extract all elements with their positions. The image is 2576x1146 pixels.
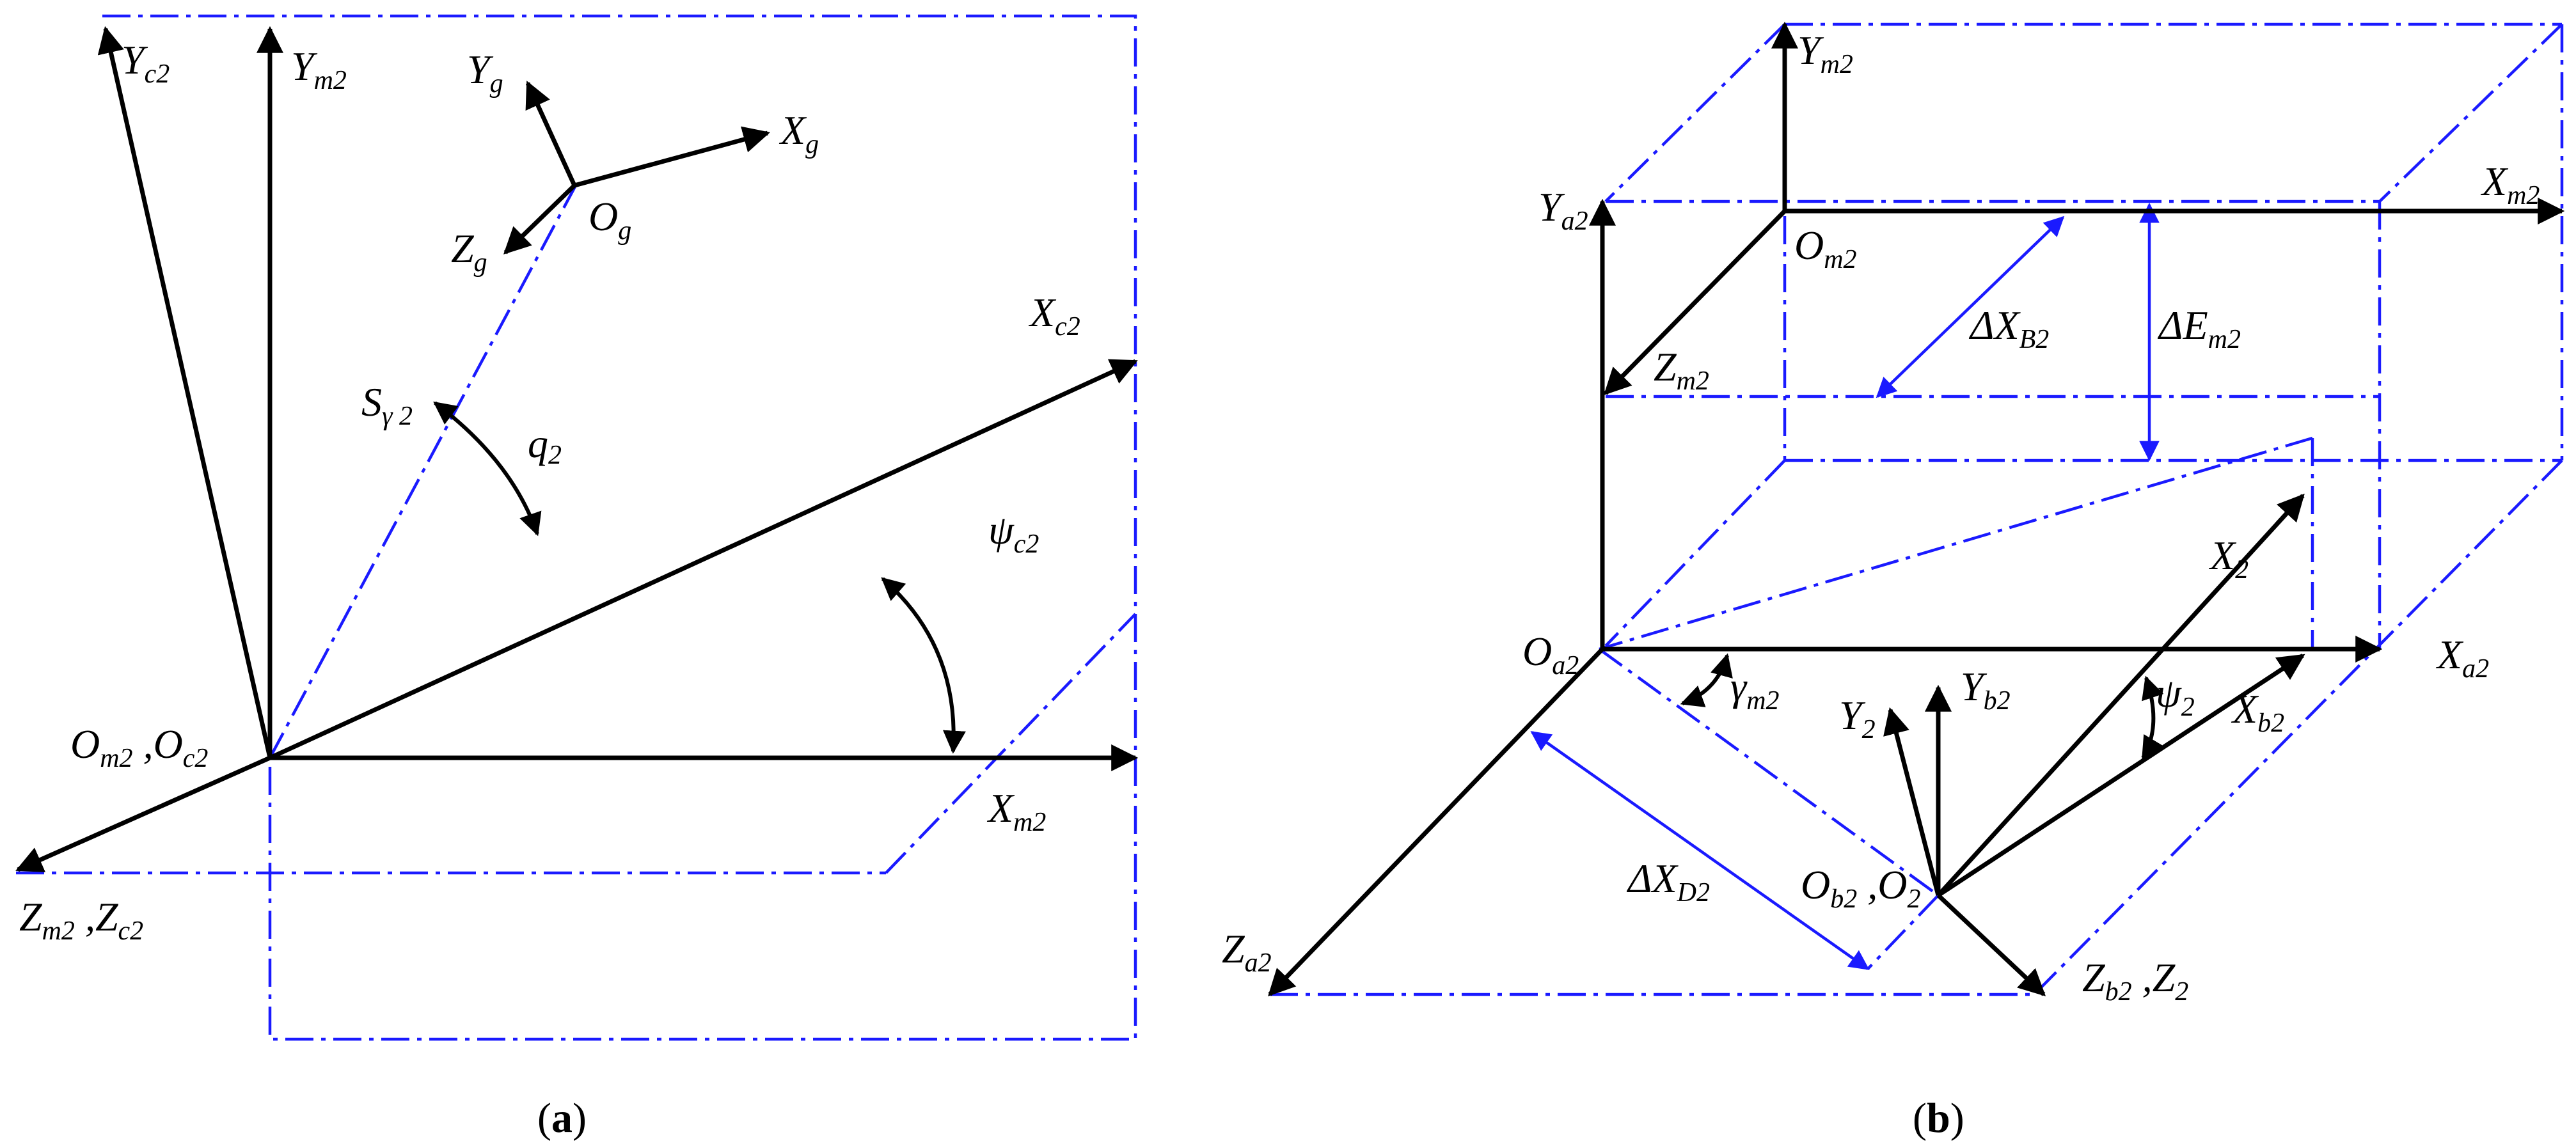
- label-zm2-b: Zm2: [1654, 344, 1709, 396]
- panel-b-construction-lines: [1270, 22, 2564, 996]
- label-yb2: Yb2: [1961, 664, 2011, 716]
- label-om2: Om2: [1794, 223, 1857, 274]
- label-ya2: Ya2: [1538, 184, 1588, 236]
- label-gm2: γm2: [1730, 664, 1780, 716]
- dxb2-dimension: [1876, 216, 2065, 398]
- label-psi2: ψ2: [2156, 670, 2195, 722]
- label-oa2: Oa2: [1522, 629, 1579, 680]
- label-xc2: Xc2: [1028, 290, 1080, 341]
- label-y2: Y2: [1839, 693, 1876, 744]
- label-xm2-a: Xm2: [986, 785, 1046, 837]
- label-psic2: ψc2: [988, 507, 1039, 559]
- label-q2: q2: [528, 421, 562, 470]
- label-dxb2: ΔXB2: [1968, 302, 2049, 354]
- panel-a-construction-lines: [16, 14, 1137, 1041]
- label-xm2-b: Xm2: [2480, 159, 2540, 210]
- label-yg: Yg: [467, 47, 503, 98]
- yg-axis: [525, 81, 577, 187]
- dxd2-dimension: [1530, 731, 1870, 970]
- panel-a: Yc2 Ym2 Yg Xg Zg Og Xc2 Sγ 2 q2 ψc2 Om2 …: [15, 14, 1139, 1142]
- gm2-angle-arc: [1680, 653, 1733, 707]
- label-xb2: Xb2: [2231, 686, 2284, 738]
- label-zm2-zc2: Zm2 ,Zc2: [19, 894, 143, 946]
- xc2-axis: [269, 359, 1138, 760]
- zb2-axis: [1936, 893, 2046, 996]
- panel-b-axes: [1268, 21, 2565, 997]
- label-ym2-b: Ym2: [1798, 27, 1853, 79]
- psic2-angle-arc: [881, 577, 966, 754]
- label-dxd2: ΔXD2: [1626, 856, 1710, 907]
- label-xg: Xg: [778, 107, 819, 159]
- label-zg: Zg: [451, 226, 487, 278]
- caption-a: (a): [537, 1095, 587, 1142]
- zg-axis: [503, 184, 576, 255]
- q2-angle-arc: [433, 401, 542, 537]
- xg-axis: [574, 126, 771, 188]
- yc2-axis: [97, 26, 273, 758]
- label-x2: X2: [2208, 533, 2248, 585]
- label-xa2: Xa2: [2435, 632, 2489, 684]
- panel-b: Ym2 Xm2 Ya2 Om2 ΔXB2 ΔEm2 Zm2 X2 Oa2 Xa2…: [1222, 21, 2565, 1142]
- panel-a-axes: [15, 26, 1139, 872]
- x2-axis: [1936, 493, 2305, 897]
- caption-b: (b): [1913, 1095, 1964, 1142]
- psi2-angle-arc: [2141, 675, 2164, 760]
- za2-axis: [1268, 647, 1604, 997]
- label-ym2: Ym2: [291, 43, 347, 95]
- zm2-axis: [15, 755, 271, 872]
- zm2-axis-b: [1604, 209, 1787, 395]
- y2-axis: [1883, 707, 1941, 896]
- label-za2: Za2: [1222, 926, 1272, 978]
- label-s2: Sγ 2: [361, 379, 413, 431]
- label-dem2: ΔEm2: [2157, 302, 2241, 354]
- label-zb2-z2: Zb2 ,Z2: [2082, 955, 2188, 1007]
- label-origin-a: Om2 ,Oc2: [70, 721, 208, 773]
- label-ob2-o2: Ob2 ,O2: [1801, 862, 1920, 914]
- label-og: Og: [589, 194, 631, 246]
- label-yc2: Yc2: [122, 37, 170, 89]
- xb2-axis: [1937, 654, 2305, 897]
